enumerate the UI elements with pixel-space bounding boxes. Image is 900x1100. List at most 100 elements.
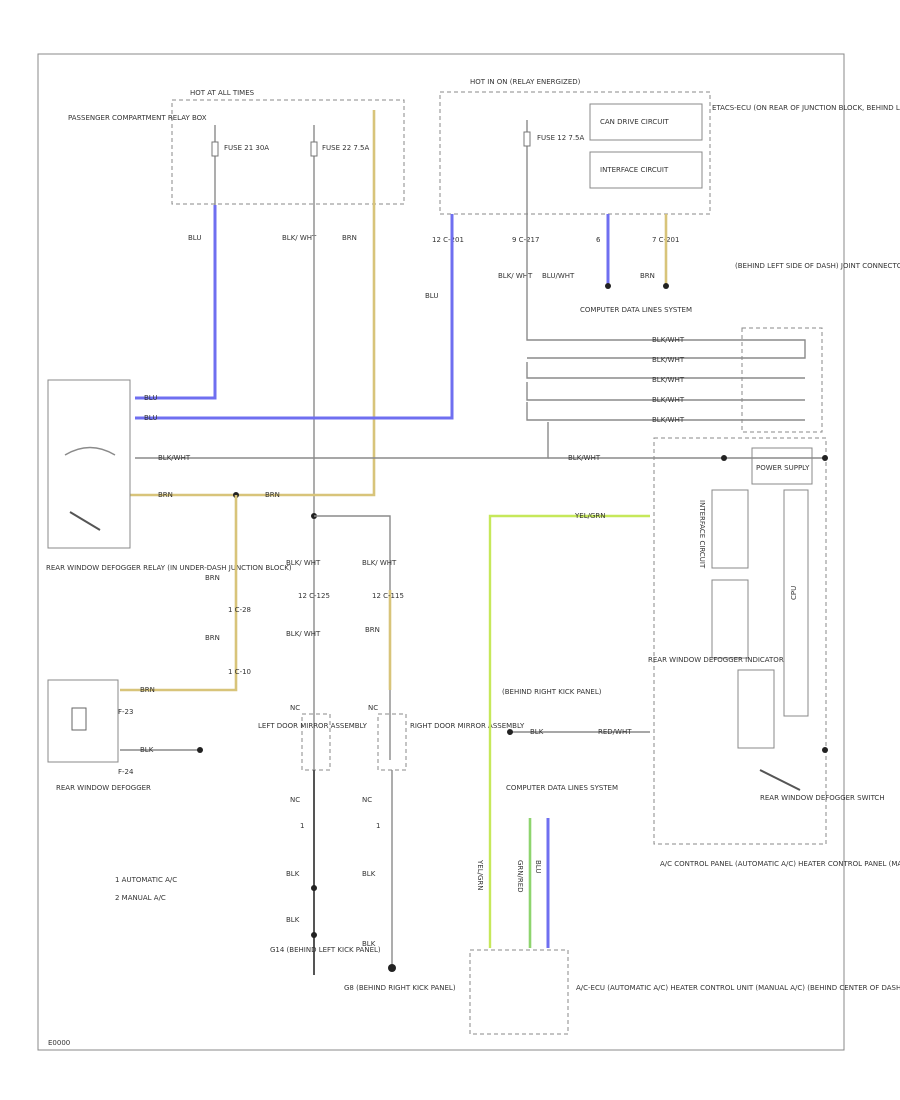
wire-blkwht-jc1 <box>526 214 806 359</box>
interface-label-1: INTERFACE CIRCUIT <box>698 500 706 569</box>
wire-label-brn1: BRN <box>342 234 357 242</box>
can-node-2 <box>663 283 669 289</box>
wire-brn-main <box>130 110 376 497</box>
fuse22-symbol <box>310 141 318 157</box>
wire-label-blkwht5: BLK/ WHT <box>286 630 321 638</box>
wire-yelgrn <box>488 514 650 948</box>
wire-blu-fuse21 <box>135 205 217 400</box>
cpu-box <box>783 489 809 717</box>
switch-label: REAR WINDOW DEFOGGER SWITCH <box>760 794 885 802</box>
jc-wire1: BLK/WHT <box>652 336 685 344</box>
conn-one2: 1 <box>376 822 380 830</box>
wire-label-brn6: BRN <box>140 686 155 694</box>
defogger-element <box>71 707 87 731</box>
kick-panel-ground <box>507 729 513 735</box>
fuse12-label: FUSE 12 7.5A <box>537 134 585 142</box>
hot-at-all-times-label: HOT AT ALL TIMES <box>190 89 255 97</box>
wire-label-brn2: BRN <box>640 272 655 280</box>
diagram-code: E0000 <box>48 1039 70 1047</box>
wire-label-blk-rt: BLK <box>530 728 544 736</box>
conn-nc3: NC <box>290 796 300 804</box>
defogger-ground <box>197 747 203 753</box>
wire-label-brn5: BRN <box>205 634 220 642</box>
wire-label-yelgrn: YEL/GRN <box>574 512 605 520</box>
wire-label-blkwht2: BLK/ WHT <box>498 272 533 280</box>
ground-g14-dot <box>311 932 317 938</box>
conn-nc4: NC <box>362 796 372 804</box>
can-drive-circuit-box <box>589 103 703 141</box>
can-node-1 <box>605 283 611 289</box>
passenger-relay-box <box>171 99 405 205</box>
relay-coil <box>64 446 116 456</box>
power-supply-label: POWER SUPPLY <box>756 464 810 472</box>
cpu-label: CPU <box>790 586 798 600</box>
computer-data-lines-bottom: COMPUTER DATA LINES SYSTEM <box>506 784 618 792</box>
jc-wire2: BLK/WHT <box>652 356 685 364</box>
fuse12-symbol <box>523 131 531 147</box>
etacs-label: ETACS-ECU (ON REAR OF JUNCTION BLOCK, BE… <box>712 104 900 112</box>
ground-g8-dot <box>388 964 396 972</box>
relay-wire-blkwht: BLK/WHT <box>158 454 191 462</box>
rear-defogger-box <box>47 679 119 763</box>
wire-label-grn-v: GRN/RED <box>516 860 524 893</box>
panel-node-top <box>822 455 828 461</box>
conn-f23: F-23 <box>118 708 133 716</box>
interface-box-3 <box>737 669 775 749</box>
relay-wire-brn: BRN <box>158 491 173 499</box>
wire-label-bluwht: BLU/WHT <box>542 272 575 280</box>
etacs-interface-box <box>589 151 703 189</box>
wire-jc4 <box>526 402 805 421</box>
fuse22-label: FUSE 22 7.5A <box>322 144 370 152</box>
wire-label-brn3: BRN <box>265 491 280 499</box>
rear-defogger-relay-box <box>47 379 131 549</box>
interface-box-1 <box>711 489 749 569</box>
conn-f24: F-24 <box>118 768 134 776</box>
conn-c10: 1 C-10 <box>228 668 251 676</box>
indicator-label: REAR WINDOW DEFOGGER INDICATOR <box>648 656 784 664</box>
rear-defogger-label: REAR WINDOW DEFOGGER <box>56 784 151 792</box>
wire-label-blk2: BLK <box>286 870 300 878</box>
conn-c217: 9 C-217 <box>512 236 539 244</box>
relay-wire-blu2: BLU <box>144 414 157 422</box>
wire-jc2 <box>526 362 805 379</box>
fuse21-label: FUSE 21 30A <box>224 144 269 152</box>
ac-panel-label: A/C CONTROL PANEL (AUTOMATIC A/C) HEATER… <box>660 860 900 868</box>
conn-c115: 12 C-115 <box>372 592 404 600</box>
conn-nc2: NC <box>368 704 378 712</box>
wire-label-blkwht-long: BLK/WHT <box>568 454 601 462</box>
relay-wire-blu1: BLU <box>144 394 157 402</box>
wire-brn-defogger <box>120 495 238 692</box>
panel-splice <box>721 455 727 461</box>
passenger-relay-box-label: PASSENGER COMPARTMENT RELAY BOX <box>68 114 207 122</box>
fuse21-symbol <box>211 141 219 157</box>
rear-defogger-relay-label: REAR WINDOW DEFOGGER RELAY (IN UNDER-DAS… <box>46 564 292 572</box>
etacs-interface-label: INTERFACE CIRCUIT <box>600 166 669 174</box>
defogger-switch <box>759 769 801 791</box>
wire-blu-relay2 <box>135 214 454 420</box>
wire-label-blkwht4: BLK/ WHT <box>362 559 397 567</box>
interface-box-2 <box>711 579 749 659</box>
power-supply-box <box>751 447 813 485</box>
jc-wire4: BLK/WHT <box>652 396 685 404</box>
wire-jc3 <box>526 382 805 401</box>
wire-label-blk5: BLK <box>362 940 376 948</box>
computer-data-lines-top: COMPUTER DATA LINES SYSTEM <box>580 306 692 314</box>
right-mirror-label: RIGHT DOOR MIRROR ASSEMBLY <box>410 722 525 730</box>
wire-label-blk3: BLK <box>362 870 376 878</box>
wire-label-blk4: BLK <box>286 916 300 924</box>
conn-one1: 1 <box>300 822 304 830</box>
right-mirror-box <box>377 713 407 771</box>
legend-item-1: 1 AUTOMATIC A/C <box>115 876 177 884</box>
wire-blkwht-relay <box>135 422 549 459</box>
wire-label-blu2: BLU <box>425 292 438 300</box>
ac-ecu-box <box>469 949 569 1035</box>
joint-connector-label: (BEHIND LEFT SIDE OF DASH) JOINT CONNECT… <box>735 262 900 270</box>
wire-label-blk1: BLK <box>140 746 154 754</box>
legend-item-2: 2 MANUAL A/C <box>115 894 166 902</box>
left-mirror-label: LEFT DOOR MIRROR ASSEMBLY <box>258 722 368 730</box>
ac-control-panel-box <box>653 437 827 845</box>
etacs-block <box>439 91 711 215</box>
relay-switch <box>69 511 101 531</box>
wire-label-brn4: BRN <box>205 574 220 582</box>
